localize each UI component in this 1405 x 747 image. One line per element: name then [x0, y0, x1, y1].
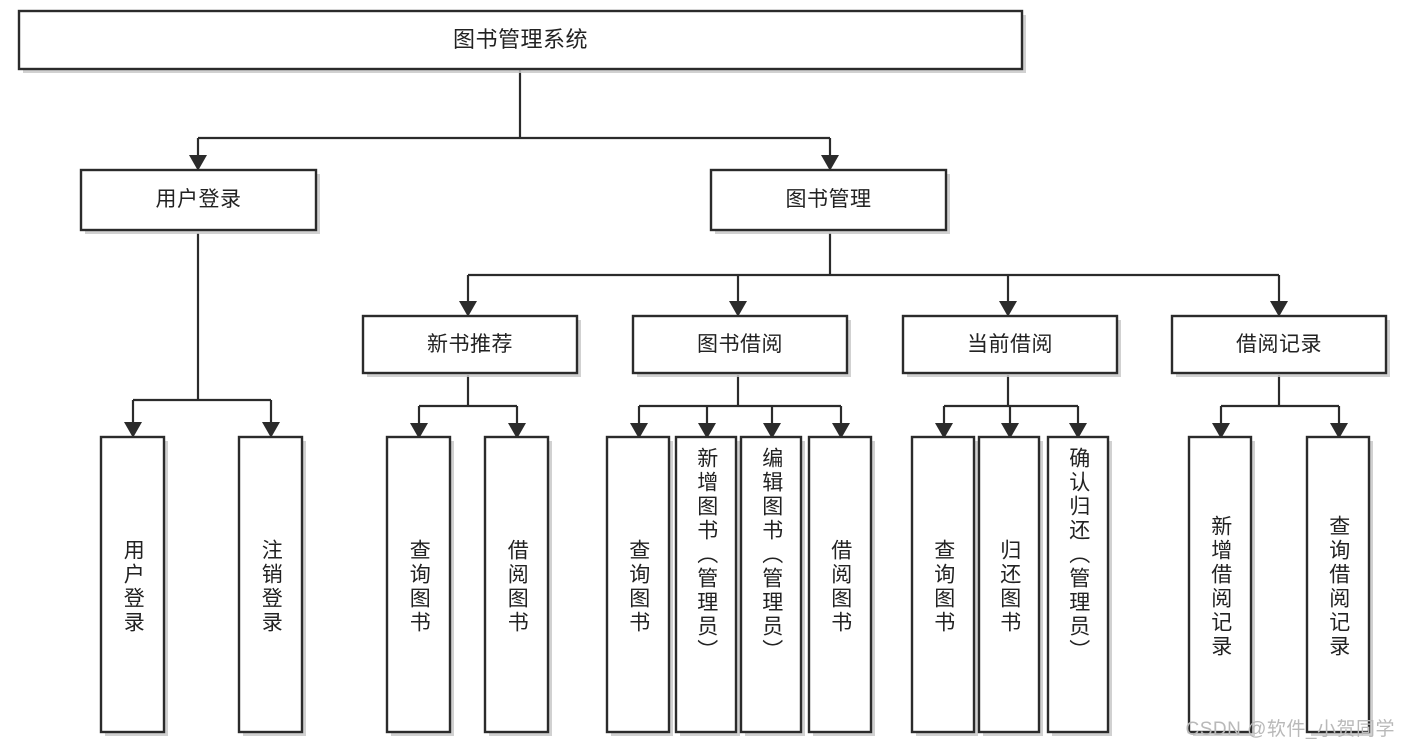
csdn-watermark: CSDN @软件_小贺同学: [1185, 719, 1395, 740]
connector-bookmgmt-to-level2: [458, 233, 1289, 317]
connector-bookborrow-to-leaves: [629, 375, 851, 439]
leaf-borrow-book-2-box[interactable]: [807, 435, 875, 736]
connector-newbook-to-leaves: [409, 375, 527, 439]
leaf-edit-book-box[interactable]: [739, 435, 805, 736]
leaf-query-book-2-box[interactable]: [605, 435, 673, 736]
connector-borrowrecord-to-leaves: [1211, 375, 1349, 439]
leaf-query-book-1-box[interactable]: [385, 435, 454, 736]
node-new-book-recommend-box[interactable]: [361, 314, 581, 377]
node-borrow-record-box[interactable]: [1170, 314, 1390, 377]
node-current-borrow-box[interactable]: [901, 314, 1121, 377]
connector-root-to-level1: [188, 70, 840, 171]
node-root-box[interactable]: [17, 9, 1026, 73]
node-book-management-box[interactable]: [709, 168, 950, 234]
leaf-return-book-box[interactable]: [977, 435, 1043, 736]
connector-currentborrow-to-leaves: [934, 375, 1088, 439]
leaf-add-borrow-record-box[interactable]: [1187, 435, 1255, 736]
leaf-query-borrow-record-box[interactable]: [1305, 435, 1373, 736]
node-book-borrow-box[interactable]: [631, 314, 851, 377]
leaf-add-book-box[interactable]: [674, 435, 740, 736]
leaf-query-book-3-box[interactable]: [910, 435, 978, 736]
leaf-borrow-book-1-box[interactable]: [483, 435, 552, 736]
node-user-login-box[interactable]: [79, 168, 320, 234]
connector-userlogin-to-leaves: [123, 233, 281, 438]
leaf-confirm-return-box[interactable]: [1046, 435, 1112, 736]
leaf-logout-box[interactable]: [237, 435, 306, 736]
leaf-user-login-box[interactable]: [99, 435, 168, 736]
